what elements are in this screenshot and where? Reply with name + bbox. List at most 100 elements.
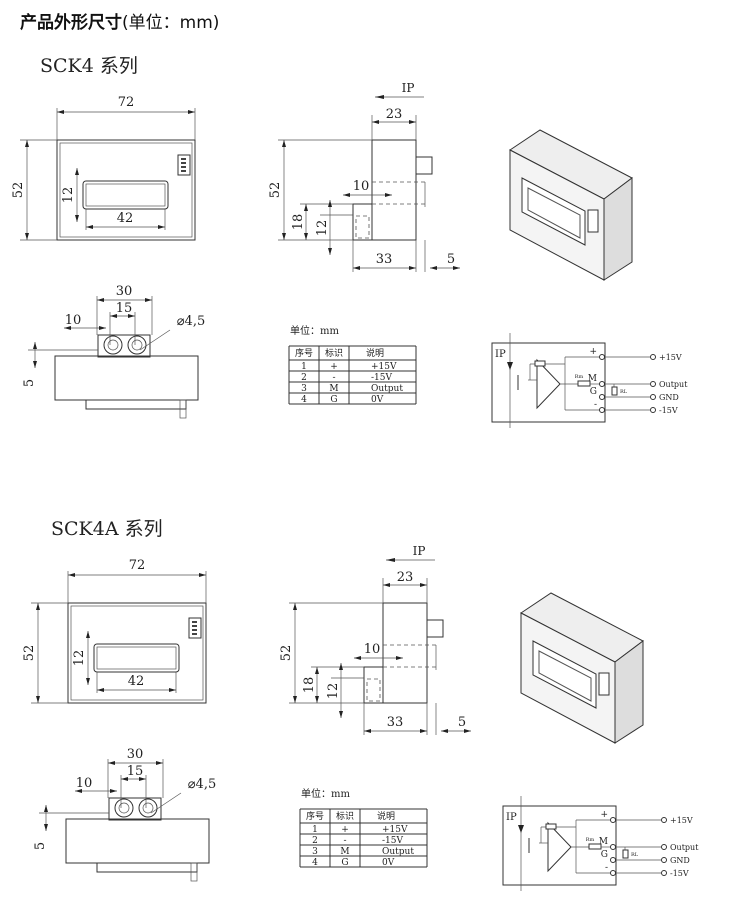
- circuit-rm-label: Rm: [575, 374, 584, 380]
- series-title: SCK4 系列: [40, 55, 138, 77]
- dim-ten-bottom: 10: [65, 313, 82, 328]
- table-cell: M: [329, 384, 338, 394]
- dim-five-bottom: 5: [22, 379, 37, 387]
- table-cell: 2: [301, 373, 307, 383]
- dim-window-height: 12: [72, 650, 87, 667]
- table-cell: +15V: [371, 362, 397, 372]
- dim-33: 33: [376, 252, 393, 267]
- dim-eighteen: 18: [302, 677, 317, 694]
- dim-width: 72: [129, 558, 146, 573]
- table-cell: 4: [301, 395, 307, 405]
- dim-five: 5: [447, 252, 455, 267]
- table-cell: 3: [301, 384, 307, 394]
- ip-label: IP: [413, 544, 426, 558]
- pin-label: M: [599, 837, 608, 847]
- output-label: +15V: [659, 353, 682, 362]
- terminal-icon: [661, 817, 667, 823]
- terminal-icon: [661, 857, 667, 863]
- output-label: -15V: [659, 406, 678, 415]
- dim-hole: ⌀4,5: [188, 777, 217, 792]
- dim-twelve: 12: [326, 683, 341, 700]
- table-cell: +: [330, 362, 338, 372]
- dim-five: 5: [458, 715, 466, 730]
- pin-label: M: [588, 374, 597, 384]
- dim-hole: ⌀4,5: [177, 314, 206, 329]
- page-title: 产品外形尺寸(单位：mm): [20, 13, 220, 33]
- table-cell: -15V: [382, 836, 403, 846]
- pin-label: +: [600, 810, 608, 820]
- pin-label: -: [605, 863, 608, 873]
- table-cell: 1: [301, 362, 307, 372]
- output-label: GND: [659, 393, 679, 402]
- output-label: Output: [659, 380, 688, 389]
- dim-window-width: 42: [128, 674, 145, 689]
- dim-height: 52: [22, 645, 37, 662]
- table-cell: -: [332, 373, 335, 383]
- terminal-icon: [650, 394, 656, 400]
- dim-ten-bottom: 10: [76, 776, 93, 791]
- table-cell: 0V: [371, 395, 384, 405]
- dim-width: 72: [118, 95, 135, 110]
- dim-eighteen: 18: [291, 214, 306, 231]
- output-label: +15V: [670, 816, 693, 825]
- pin-label: G: [590, 387, 597, 397]
- table-cell: 1: [312, 825, 318, 835]
- dim-ten: 10: [364, 642, 381, 657]
- terminal-icon: [661, 844, 667, 850]
- circuit-rl-label: RL: [620, 389, 628, 395]
- table-cell: G: [330, 395, 337, 405]
- unit-label: 单位：mm: [290, 324, 339, 337]
- dim-ten: 10: [353, 179, 370, 194]
- pin-table: 序号标识 说明 1 + +15V 2 - -15V 3 M Output 4 G 0V: [288, 345, 417, 405]
- table-header: 说明: [377, 810, 395, 822]
- table-cell: +: [341, 825, 349, 835]
- dim-thirty: 30: [116, 284, 133, 299]
- circuit-ip-label: IP: [506, 812, 517, 823]
- table-cell: -: [343, 836, 346, 846]
- output-label: GND: [670, 856, 690, 865]
- isometric-view: [509, 129, 633, 281]
- table-cell: 4: [312, 858, 318, 868]
- terminal-icon: [650, 381, 656, 387]
- table-header: 序号: [295, 347, 313, 359]
- current-arrow-icon: [386, 558, 395, 562]
- pin-label: +: [589, 347, 597, 357]
- isometric-view: [520, 592, 644, 744]
- table-cell: Output: [371, 384, 403, 394]
- dim-window-width: 42: [117, 211, 134, 226]
- dim-five-bottom: 5: [33, 842, 48, 850]
- bottom-view: 30 15 10 ⌀4,5 5: [33, 747, 217, 882]
- table-cell: -15V: [371, 373, 392, 383]
- table-cell: 3: [312, 847, 318, 857]
- table-header: 说明: [366, 347, 384, 359]
- dim-depth: 23: [397, 570, 414, 585]
- series-title: SCK4A 系列: [51, 518, 163, 540]
- output-label: Output: [670, 843, 699, 852]
- front-view: 72 52 12 42: [22, 558, 207, 704]
- table-cell: 0V: [382, 858, 395, 868]
- dim-window-height: 12: [61, 187, 76, 204]
- output-label: -15V: [670, 869, 689, 878]
- dim-33: 33: [387, 715, 404, 730]
- dim-depth: 23: [386, 107, 403, 122]
- terminal-icon: [650, 354, 656, 360]
- dim-fifteen: 15: [127, 764, 144, 779]
- table-header: 标识: [325, 347, 343, 359]
- terminal-icon: [650, 407, 656, 413]
- table-header: 标识: [336, 810, 354, 822]
- unit-label: 单位：mm: [301, 787, 350, 800]
- table-cell: G: [341, 858, 348, 868]
- table-header: 序号: [306, 810, 324, 822]
- dim-thirty: 30: [127, 747, 144, 762]
- circuit-rm-label: Rm: [586, 837, 595, 843]
- dim-height: 52: [11, 182, 26, 199]
